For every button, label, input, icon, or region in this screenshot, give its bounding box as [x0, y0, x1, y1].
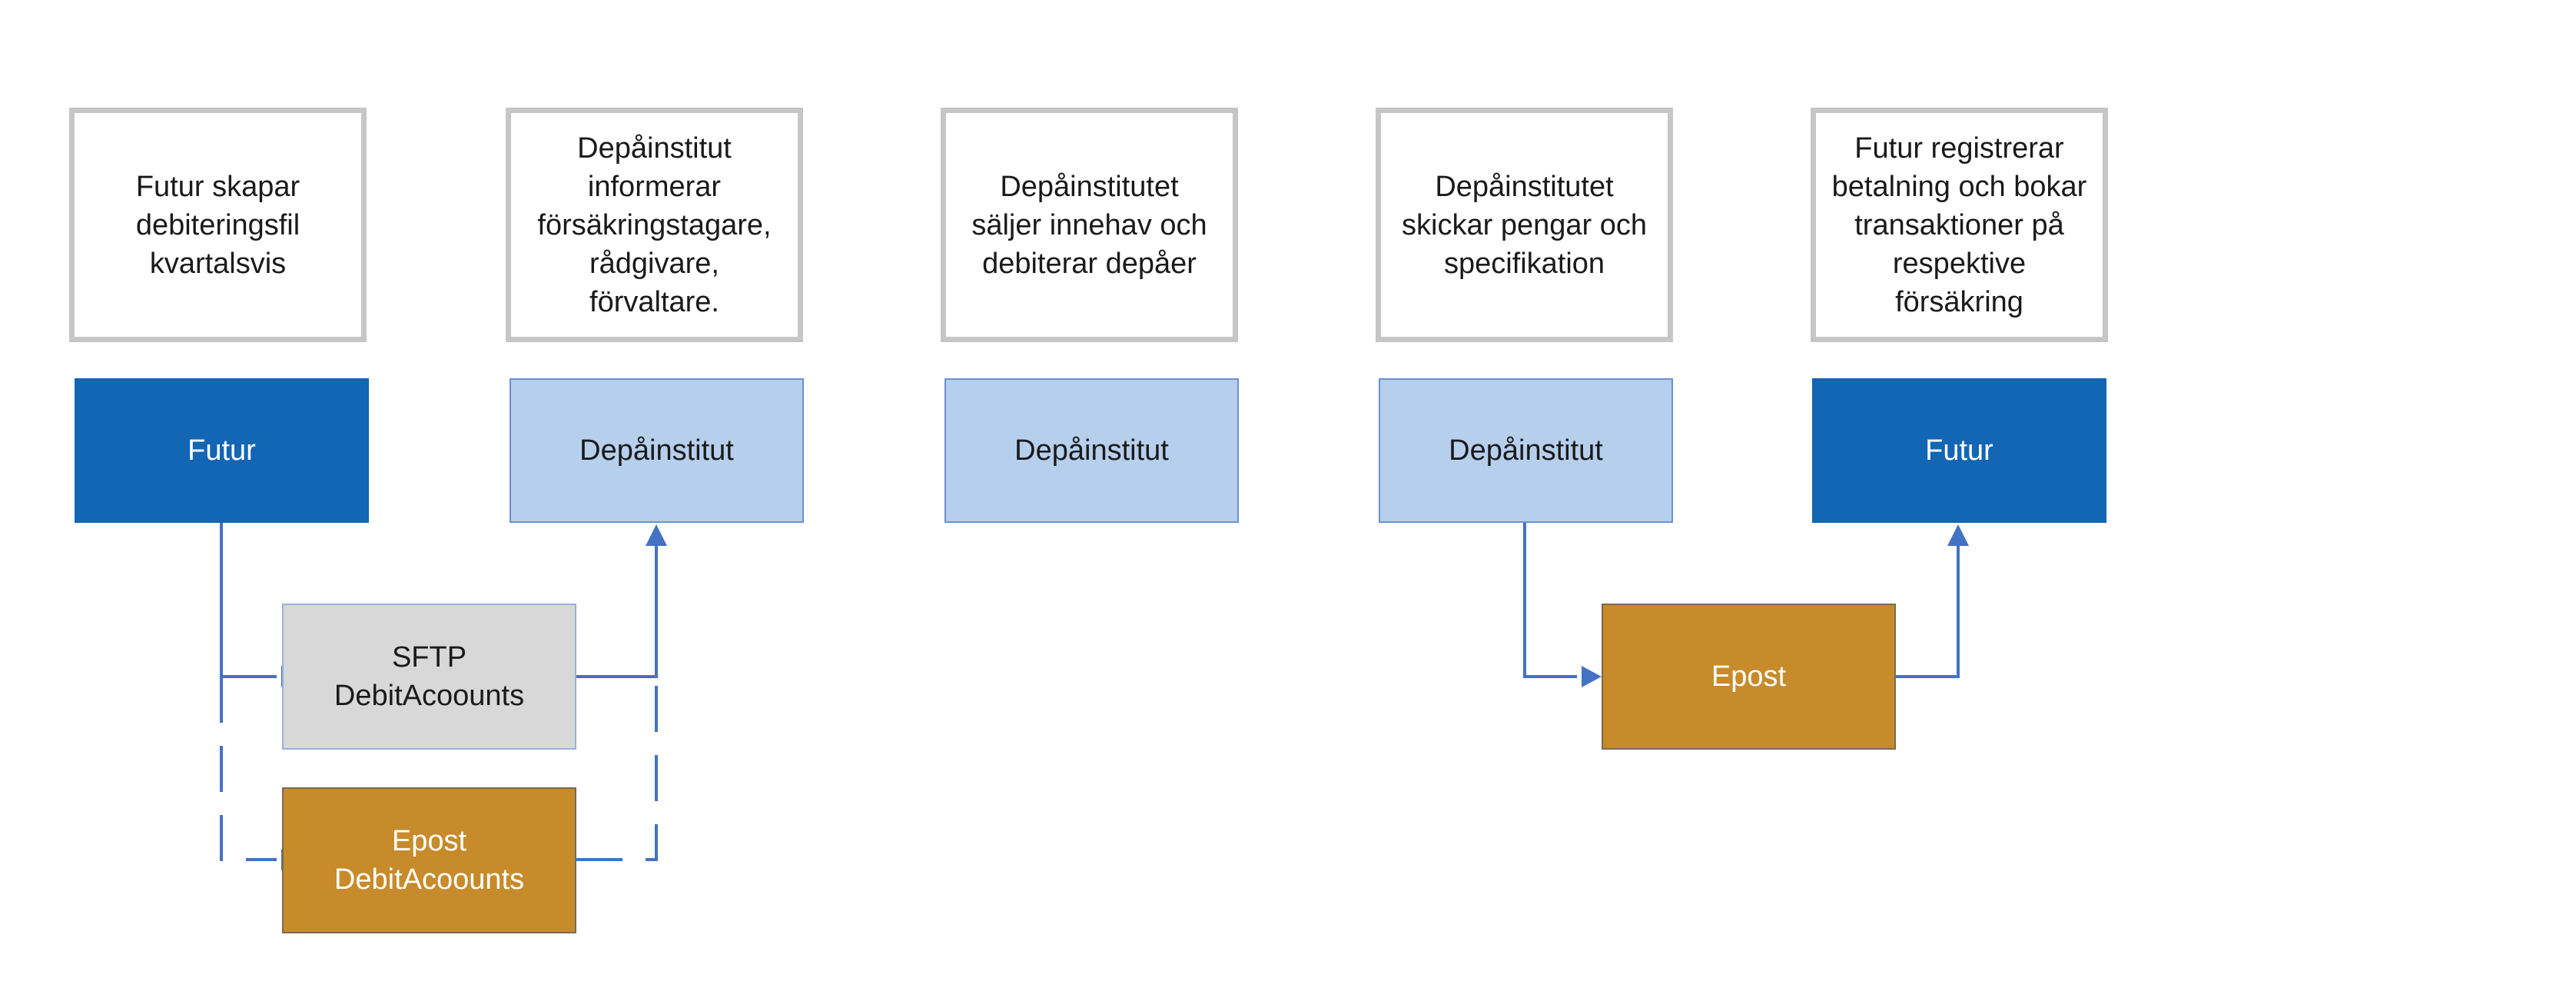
- channel-label: Epost: [1711, 660, 1787, 693]
- actor-depainstitut-1: Depåinstitut: [510, 378, 804, 523]
- actor-depainstitut-2: Depåinstitut: [944, 378, 1239, 523]
- description-text: Depåinstitutet säljer innehav och debite…: [971, 170, 1207, 280]
- connector-depainstitut-to-epost: [1523, 523, 1577, 678]
- description-step-3: Depåinstitutet säljer innehav och debite…: [941, 108, 1238, 342]
- connector-epost-to-futur: [1892, 546, 1960, 678]
- description-step-2: Depåinstitut informerar försäkringstagar…: [506, 108, 803, 342]
- actor-label: Futur: [188, 434, 256, 467]
- actor-depainstitut-3: Depåinstitut: [1379, 378, 1673, 523]
- arrowhead-futur: [1947, 524, 1969, 546]
- actor-label: Futur: [1925, 434, 1993, 467]
- description-step-5: Futur registrerar betalning och bokar tr…: [1811, 108, 2108, 342]
- channel-label: Epost DebitAcoounts: [334, 825, 525, 896]
- actor-label: Depåinstitut: [1014, 434, 1169, 467]
- channel-epost-debitaccounts: Epost DebitAcoounts: [282, 787, 576, 933]
- connector-sftp-to-depainstitut: [576, 546, 658, 678]
- actor-label: Depåinstitut: [579, 434, 734, 467]
- description-step-4: Depåinstitutet skickar pengar och specif…: [1376, 108, 1673, 342]
- description-text: Depåinstitutet skickar pengar och specif…: [1402, 170, 1647, 280]
- arrowhead-depainstitut: [646, 524, 667, 546]
- actor-label: Depåinstitut: [1449, 434, 1603, 467]
- connector-futur-to-sftp: [220, 523, 277, 678]
- arrowhead-epost: [1582, 666, 1602, 687]
- description-text: Futur skapar debiteringsfil kvartalsvis: [135, 170, 300, 280]
- channel-epost: Epost: [1602, 604, 1896, 750]
- description-text: Futur registrerar betalning och bokar tr…: [1831, 131, 2087, 318]
- description-text: Depåinstitut informerar försäkringstagar…: [537, 131, 772, 318]
- channel-label: SFTP DebitAcoounts: [334, 641, 525, 712]
- actor-futur-start: Futur: [75, 378, 369, 523]
- connector-futur-to-epost-debit: [220, 677, 277, 861]
- description-step-1: Futur skapar debiteringsfil kvartalsvis: [69, 108, 367, 342]
- channel-sftp-debitaccounts: SFTP DebitAcoounts: [282, 604, 576, 750]
- actor-futur-end: Futur: [1812, 378, 2106, 523]
- connector-epost-debit-to-depainstitut: [576, 677, 658, 861]
